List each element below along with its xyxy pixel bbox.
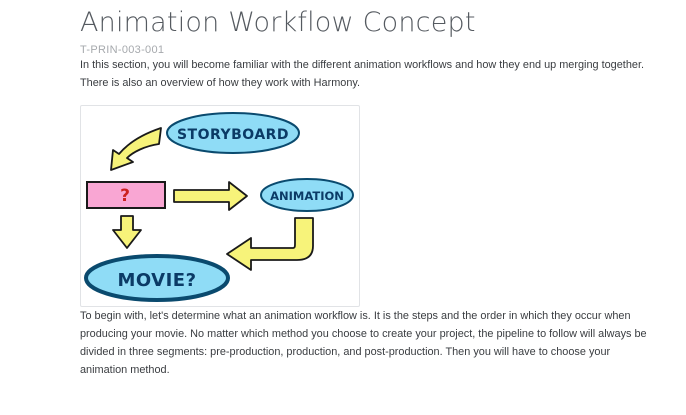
storyboard-label: STORYBOARD	[177, 127, 289, 143]
unknown-step-label: ?	[120, 186, 130, 206]
movie-bubble	[84, 254, 230, 302]
page-title: Animation Workflow Concept	[80, 7, 476, 38]
workflow-diagram-svg: STORYBOARD ? ANIMATION MOVIE?	[84, 112, 354, 302]
unknown-step-box	[86, 181, 166, 209]
article: Animation Workflow Concept T-PRIN-003-00…	[80, 0, 650, 379]
arrow-storyboard-to-box	[110, 127, 162, 171]
animation-bubble	[260, 178, 354, 212]
arrow-box-to-animation	[173, 181, 248, 211]
intro-paragraph: In this section, you will become familia…	[80, 59, 644, 89]
animation-label: ANIMATION	[270, 189, 344, 203]
storyboard-bubble	[166, 112, 300, 154]
movie-label: MOVIE?	[117, 270, 196, 291]
arrow-box-down	[112, 215, 142, 249]
workflow-diagram: STORYBOARD ? ANIMATION MOVIE?	[80, 105, 360, 307]
body-paragraph: To begin with, let's determine what an a…	[80, 310, 647, 376]
arrow-animation-to-movie	[226, 217, 314, 271]
document-id: T-PRIN-003-001	[80, 44, 165, 56]
